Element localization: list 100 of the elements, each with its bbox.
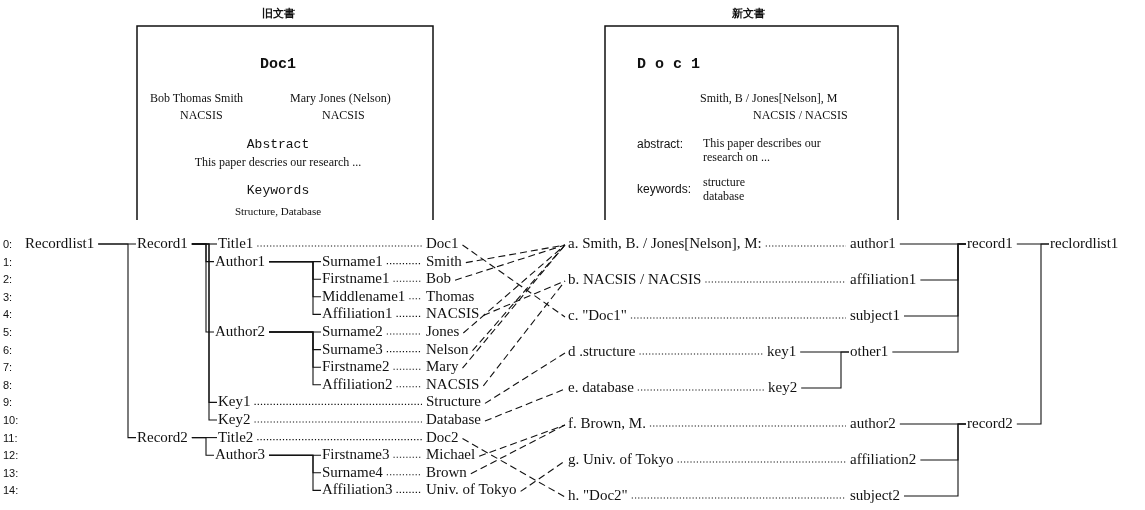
field-name: author1	[850, 234, 896, 252]
tree-connector	[97, 243, 137, 439]
mapping-line	[461, 244, 566, 318]
dotted-leader	[677, 461, 847, 463]
element-name: Author3	[215, 445, 265, 464]
field-name: reclordlist1	[1050, 234, 1119, 252]
dotted-leader	[256, 439, 423, 441]
field-value: Jones	[426, 322, 460, 340]
dotted-leader	[253, 403, 423, 405]
element-name: Firstname1	[322, 269, 390, 288]
mapping-line	[461, 244, 566, 369]
field-value: NACSIS	[426, 304, 480, 323]
element-name: Affiliation2	[322, 374, 393, 393]
mapping-line	[520, 460, 566, 492]
row-number: 11:	[3, 430, 18, 445]
element-name: Title2	[218, 427, 254, 446]
element-name: Affiliation3	[322, 480, 393, 499]
field-value: Bob	[426, 269, 451, 288]
dotted-leader	[392, 368, 423, 370]
converted-value: h. "Doc2"	[568, 486, 628, 504]
row-number: 14:	[3, 483, 19, 498]
dotted-leader	[256, 245, 423, 247]
mapping-line	[482, 280, 566, 387]
document-text: This paper descries our research ...	[193, 154, 363, 170]
row-number: 6:	[3, 342, 13, 357]
document-text: Structure, Database	[233, 204, 323, 219]
document-text: Doc1	[259, 57, 297, 73]
field-value: Mary	[426, 357, 459, 376]
element-name: Middlename1	[322, 286, 406, 305]
row-number: 7:	[3, 360, 13, 375]
row-number: 1:	[3, 254, 13, 269]
mapping-line	[470, 424, 566, 475]
element-name: Key1	[218, 392, 251, 411]
dotted-leader	[631, 497, 847, 499]
element-name: Affiliation1	[322, 304, 393, 323]
field-value: Univ. of Tokyo	[426, 480, 517, 499]
converted-value: f. Brown, M.	[568, 414, 646, 432]
dotted-leader	[637, 389, 765, 391]
row-number: 13:	[3, 465, 19, 480]
element-name: Surname4	[322, 462, 383, 481]
document-text: D o c 1	[637, 57, 700, 73]
element-name: Author1	[215, 251, 265, 270]
document-text: keywords:	[637, 181, 692, 197]
row-number: 10:	[3, 413, 19, 427]
dotted-leader	[392, 280, 423, 282]
document-text: structure database	[703, 175, 746, 203]
field-value: Thomas	[426, 286, 475, 305]
tree-connector	[268, 454, 322, 491]
field-name: key2	[768, 378, 798, 396]
document-text: Smith, B / Jones[Nelson], M	[700, 90, 838, 106]
field-value: Doc1	[426, 234, 459, 252]
row-number: 4:	[3, 307, 13, 322]
mapping-line	[454, 244, 566, 281]
element-name: Key2	[218, 410, 251, 428]
dotted-leader	[396, 491, 423, 493]
document-heading: 旧文書	[260, 6, 296, 22]
element-name: Title1	[218, 234, 254, 252]
document-text: Bob Thomas Smith	[150, 90, 244, 106]
field-name: affiliation2	[850, 450, 917, 468]
field-value: Nelson	[426, 339, 469, 358]
element-name: Surname3	[322, 339, 383, 358]
document-text: abstract:	[637, 136, 684, 152]
dotted-leader	[396, 315, 423, 317]
mapping-line	[484, 388, 566, 422]
dotted-leader	[386, 333, 423, 335]
dotted-leader	[386, 474, 423, 476]
dotted-leader	[638, 353, 764, 355]
document-text: This paper describes our research on ...	[703, 136, 821, 164]
row-number: 3:	[3, 289, 13, 304]
field-name: record1	[967, 234, 1013, 252]
field-name: subject2	[850, 486, 900, 504]
dotted-leader	[765, 245, 847, 247]
converted-value: c. "Doc1"	[568, 306, 627, 324]
document-heading: 新文書	[730, 6, 766, 22]
field-value: Michael	[426, 445, 476, 464]
converted-value: e. database	[568, 378, 634, 396]
mapping-line	[478, 424, 566, 457]
converted-value: b. NACSIS / NACSIS	[568, 270, 702, 288]
tree-connector	[268, 261, 322, 315]
element-name: Recordlist1	[25, 234, 95, 252]
element-name: Firstname3	[322, 445, 390, 464]
tree-connector	[891, 243, 967, 353]
field-name: other1	[850, 342, 889, 360]
tree-connector	[800, 351, 850, 389]
field-value: Doc2	[426, 427, 459, 446]
row-number: 0:	[3, 237, 13, 251]
row-number: 12:	[3, 448, 19, 463]
element-name: Surname1	[322, 251, 383, 270]
tree-connector	[191, 437, 215, 456]
dotted-leader	[630, 317, 847, 319]
element-name: Author2	[215, 322, 265, 340]
field-value: Smith	[426, 251, 462, 270]
field-value: NACSIS	[426, 374, 480, 393]
element-name: Record2	[137, 427, 188, 446]
dotted-leader	[649, 425, 847, 427]
element-name: Surname2	[322, 322, 383, 340]
row-number: 9:	[3, 395, 13, 410]
mapping-line	[461, 438, 566, 498]
field-name: author2	[850, 414, 896, 432]
document-text: Abstract	[245, 137, 311, 153]
